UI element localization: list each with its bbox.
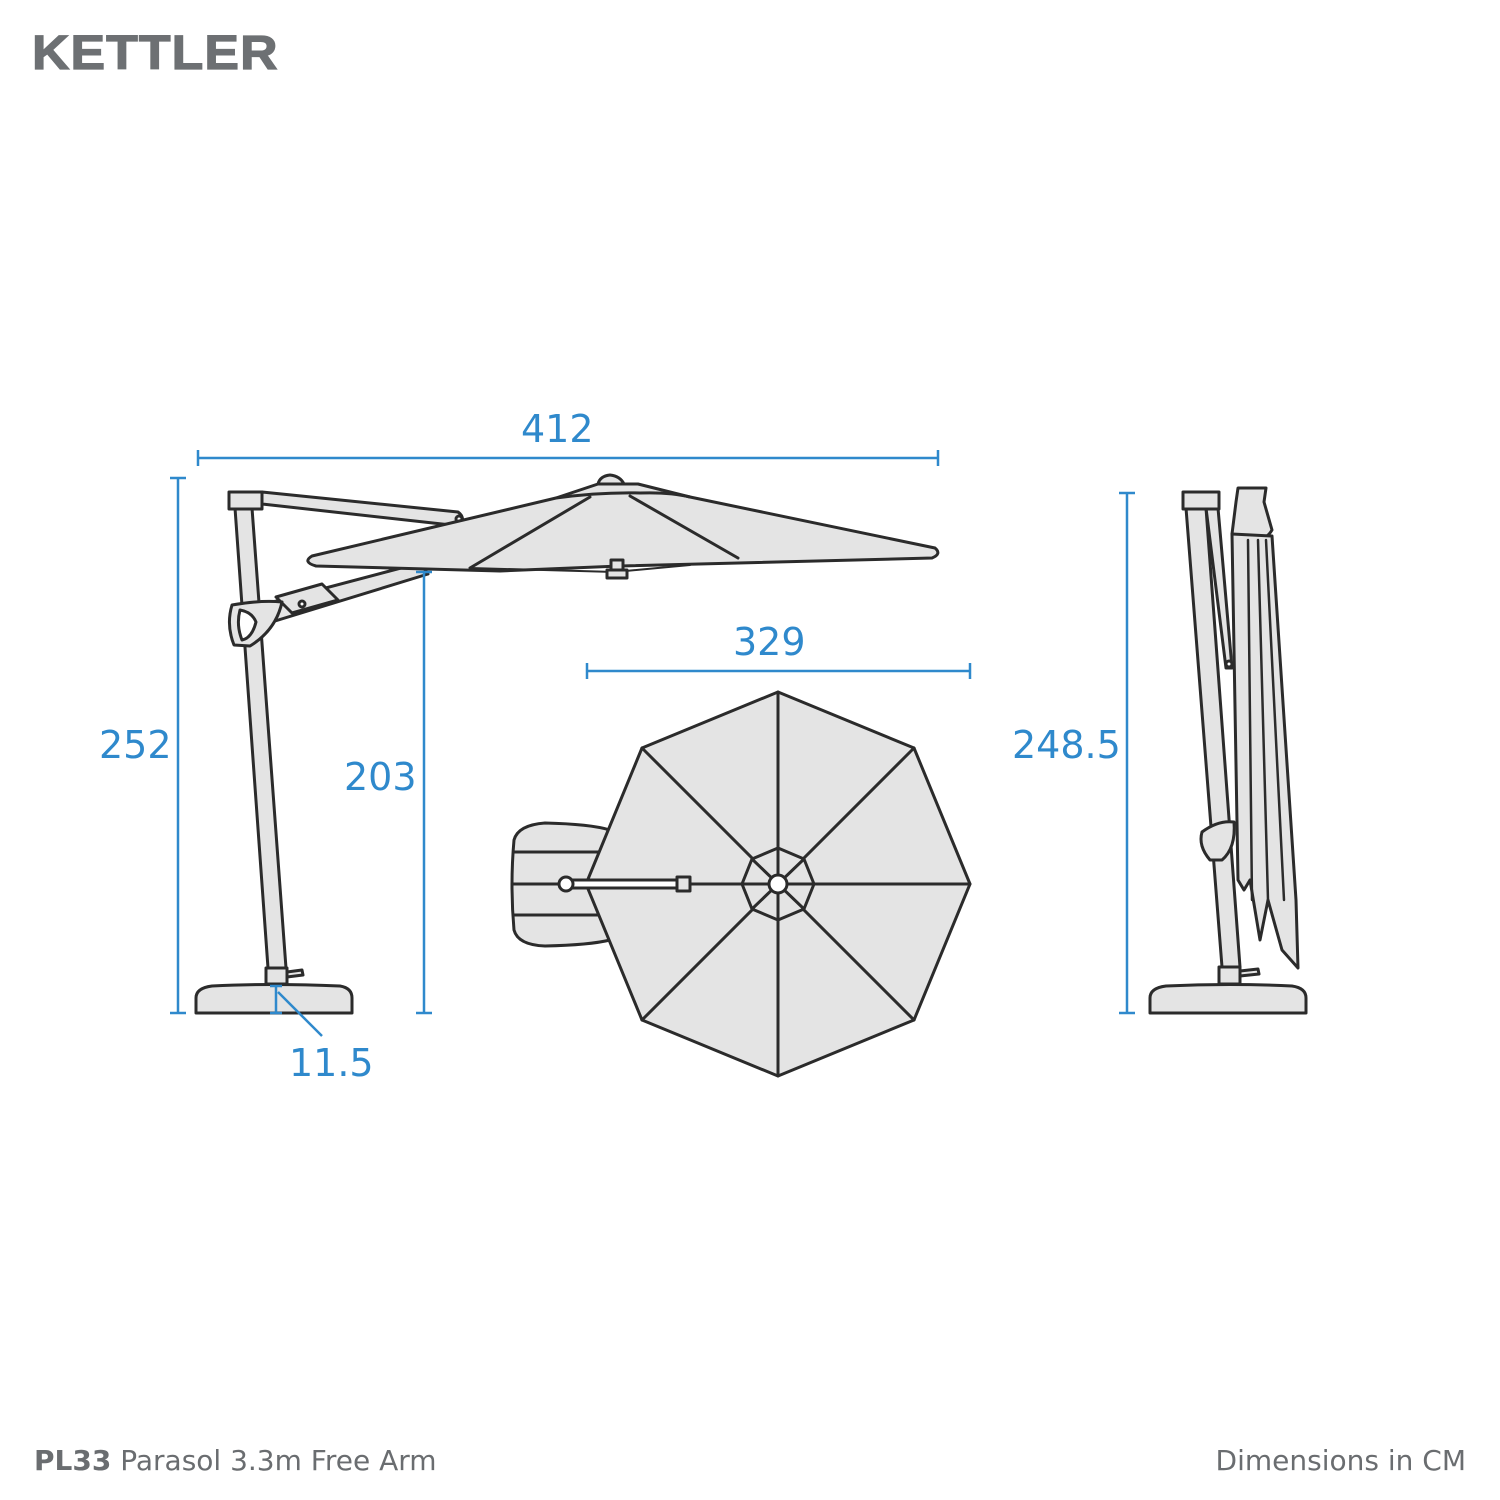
pole-top-cap (227, 490, 264, 511)
main-pole (233, 506, 288, 970)
base-weight (194, 983, 354, 1015)
side-view-open (194, 473, 940, 1015)
folded-canopy (1230, 486, 1274, 541)
upper-arm (260, 490, 465, 528)
dimension-canopy-diameter: 329 (733, 620, 806, 664)
product-code: PL33 (34, 1444, 112, 1477)
pole-top-circle (557, 875, 575, 893)
dimension-overall-width: 412 (521, 407, 594, 451)
dimension-closed-height: 248.5 (1012, 723, 1121, 767)
dimension-lines (170, 450, 1135, 1037)
base-weight-closed (1148, 983, 1308, 1015)
product-caption: PL33 Parasol 3.3m Free Arm (34, 1444, 437, 1477)
units-note: Dimensions in CM (1215, 1444, 1466, 1477)
dimension-base-height: 11.5 (289, 1041, 374, 1085)
top-view (510, 690, 972, 1078)
canopy-side (306, 482, 940, 573)
dimension-clearance-height: 203 (344, 755, 417, 799)
base-collar (264, 966, 289, 986)
kettler-logo: KETTLER (31, 26, 279, 80)
side-view-closed (1148, 486, 1308, 1015)
dimension-overall-height: 252 (99, 723, 172, 767)
product-name: Parasol 3.3m Free Arm (120, 1444, 437, 1477)
